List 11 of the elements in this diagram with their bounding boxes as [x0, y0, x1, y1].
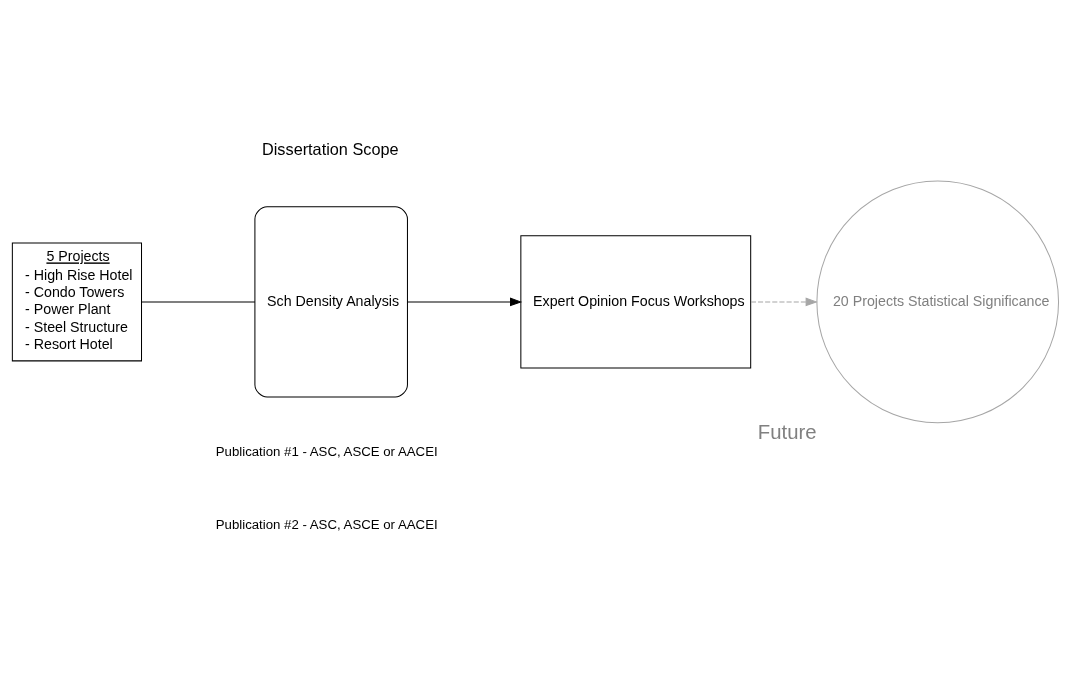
node-box: Sch Density Analysis [254, 206, 408, 398]
label: Dissertation Scope [262, 140, 399, 159]
node-circle: 20 Projects Statistical Significance [816, 180, 1060, 424]
connector [141, 301, 256, 303]
label: Publication #1 - ASC, ASCE or AACEI [215, 443, 438, 459]
node-box: 5 Projects - High Rise Hotel - Condo Towers - Power Plant - Steel Structure - Resort Hotel [11, 242, 142, 362]
arrow [750, 297, 818, 307]
label: Publication #2 - ASC, ASCE or AACEI [215, 517, 438, 533]
node-box: Expert Opinion Focus Workshops [520, 235, 752, 369]
arrow [407, 297, 523, 307]
node-label: Future [757, 421, 817, 444]
